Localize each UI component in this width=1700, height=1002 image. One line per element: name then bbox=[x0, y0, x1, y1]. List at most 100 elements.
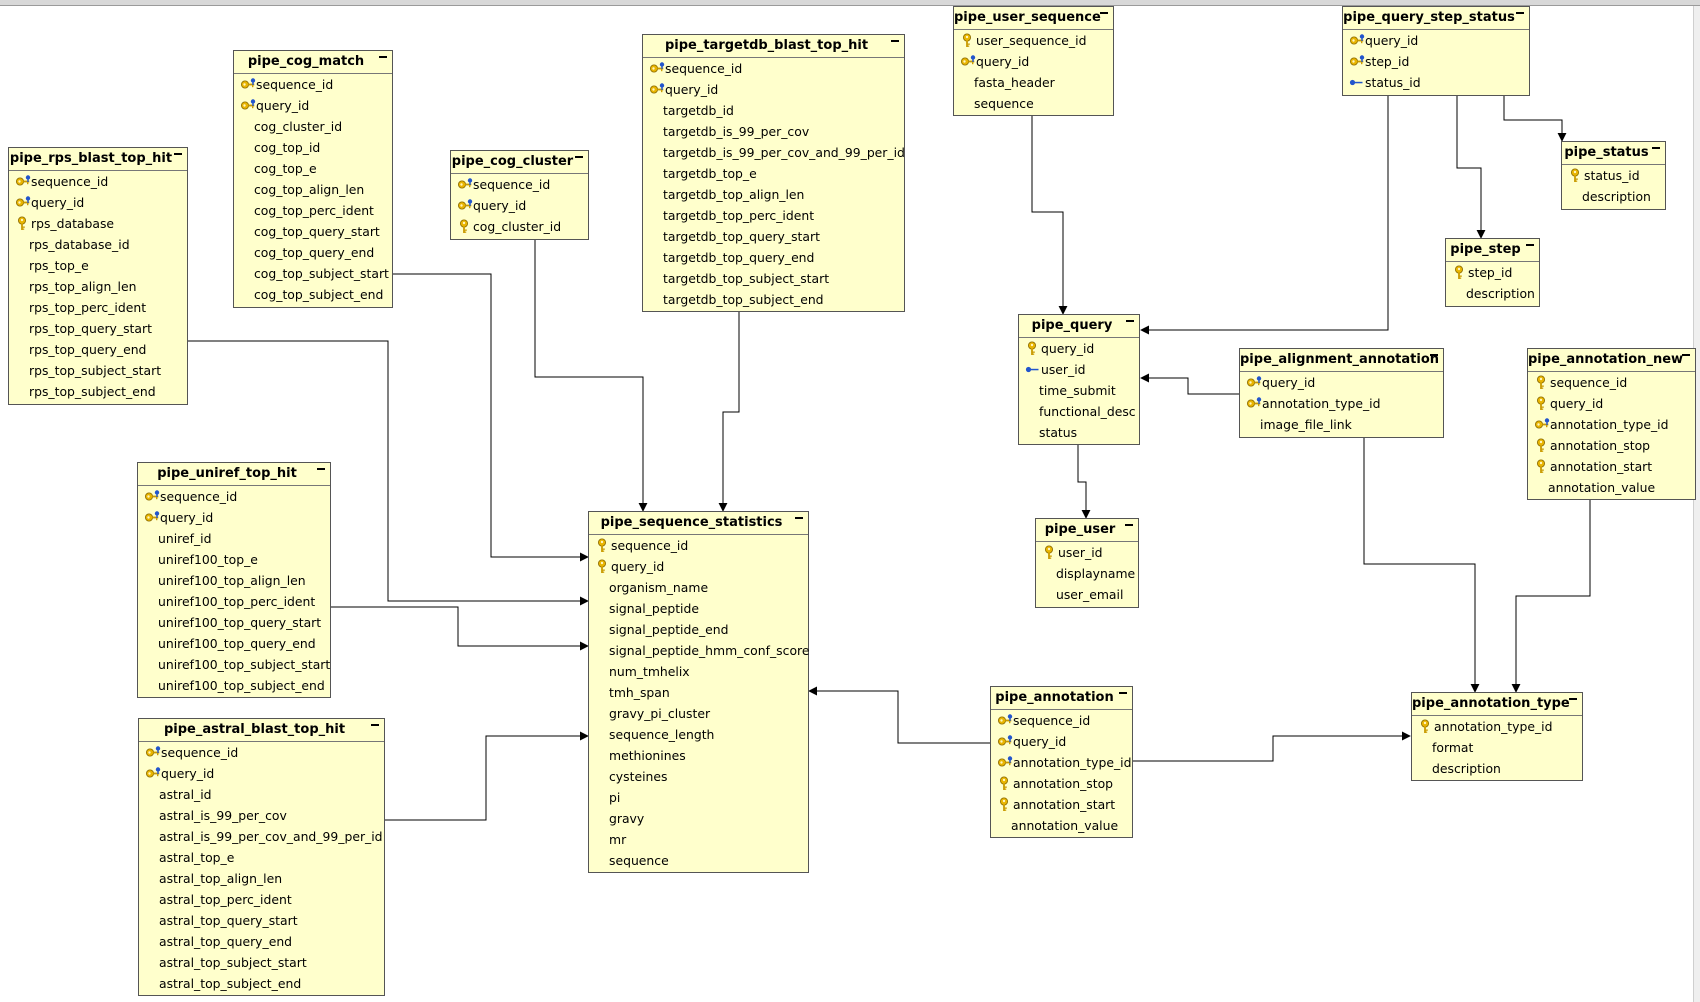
table-field-row[interactable]: targetdb_is_99_per_cov_and_99_per_id bbox=[643, 142, 905, 163]
table-header[interactable]: pipe_user_sequence bbox=[954, 7, 1113, 30]
table-field-row[interactable]: organism_name bbox=[589, 577, 808, 598]
table-field-row[interactable]: query_id bbox=[954, 51, 1113, 72]
table-field-row[interactable]: uniref100_top_subject_start bbox=[138, 654, 330, 675]
table-header[interactable]: pipe_annotation_new bbox=[1528, 349, 1695, 372]
minimize-icon[interactable] bbox=[1125, 524, 1133, 526]
table-field-row[interactable]: uniref100_top_align_len bbox=[138, 570, 330, 591]
table-field-row[interactable]: cog_top_subject_start bbox=[234, 263, 392, 284]
table-field-row[interactable]: rps_top_perc_ident bbox=[9, 297, 187, 318]
table-field-row[interactable]: user_sequence_id bbox=[954, 30, 1113, 51]
table-field-row[interactable]: rps_top_subject_end bbox=[9, 381, 187, 402]
table-field-row[interactable]: tmh_span bbox=[589, 682, 808, 703]
table-field-row[interactable]: step_id bbox=[1343, 51, 1529, 72]
table-header[interactable]: pipe_annotation bbox=[991, 687, 1132, 710]
table-field-row[interactable]: cog_top_query_end bbox=[234, 242, 392, 263]
table-field-row[interactable]: annotation_value bbox=[1528, 477, 1695, 498]
table-field-row[interactable]: image_file_link bbox=[1240, 414, 1443, 435]
table-header[interactable]: pipe_targetdb_blast_top_hit bbox=[643, 35, 904, 58]
table-field-row[interactable]: step_id bbox=[1446, 262, 1539, 283]
minimize-icon[interactable] bbox=[317, 468, 325, 470]
table-field-row[interactable]: astral_id bbox=[139, 784, 384, 805]
table-field-row[interactable]: rps_top_e bbox=[9, 255, 187, 276]
table-field-row[interactable]: sequence bbox=[954, 93, 1113, 114]
table-field-row[interactable]: uniref100_top_e bbox=[138, 549, 330, 570]
table-field-row[interactable]: format bbox=[1412, 737, 1582, 758]
table-field-row[interactable]: sequence_id bbox=[1528, 372, 1695, 393]
minimize-icon[interactable] bbox=[1526, 244, 1534, 246]
table-field-row[interactable]: astral_top_subject_start bbox=[139, 952, 384, 973]
table-field-row[interactable]: displayname bbox=[1036, 563, 1138, 584]
table-field-row[interactable]: annotation_stop bbox=[1528, 435, 1695, 456]
minimize-icon[interactable] bbox=[1100, 12, 1108, 14]
minimize-icon[interactable] bbox=[1682, 354, 1690, 356]
table-field-row[interactable]: annotation_type_id bbox=[1240, 393, 1443, 414]
table-field-row[interactable]: query_id bbox=[643, 79, 904, 100]
vertical-scrollbar[interactable] bbox=[1693, 6, 1700, 1002]
table-field-row[interactable]: rps_database bbox=[9, 213, 187, 234]
table-field-row[interactable]: sequence_id bbox=[138, 486, 330, 507]
table-field-row[interactable]: targetdb_top_subject_start bbox=[643, 268, 904, 289]
table-field-row[interactable]: description bbox=[1562, 186, 1665, 207]
table-header[interactable]: pipe_cog_match bbox=[234, 51, 392, 74]
table-field-row[interactable]: cog_top_id bbox=[234, 137, 392, 158]
table-field-row[interactable]: uniref_id bbox=[138, 528, 330, 549]
table-field-row[interactable]: fasta_header bbox=[954, 72, 1113, 93]
table-field-row[interactable]: cog_top_e bbox=[234, 158, 392, 179]
table-field-row[interactable]: cog_top_query_start bbox=[234, 221, 392, 242]
table-field-row[interactable]: query_id bbox=[234, 95, 392, 116]
table-field-row[interactable]: query_id bbox=[1019, 338, 1139, 359]
table-field-row[interactable]: rps_top_align_len bbox=[9, 276, 187, 297]
table-field-row[interactable]: annotation_type_id bbox=[1412, 716, 1582, 737]
table-field-row[interactable]: astral_is_99_per_cov_and_99_per_id bbox=[139, 826, 384, 847]
table-field-row[interactable]: sequence_id bbox=[589, 535, 808, 556]
minimize-icon[interactable] bbox=[575, 156, 583, 158]
table-field-row[interactable]: gravy_pi_cluster bbox=[589, 703, 808, 724]
table-field-row[interactable]: annotation_type_id bbox=[991, 752, 1132, 773]
table-field-row[interactable]: signal_peptide_hmm_conf_score bbox=[589, 640, 809, 661]
table-field-row[interactable]: signal_peptide_end bbox=[589, 619, 808, 640]
table-field-row[interactable]: uniref100_top_query_start bbox=[138, 612, 330, 633]
table-field-row[interactable]: query_id bbox=[1528, 393, 1695, 414]
table-field-row[interactable]: rps_top_query_start bbox=[9, 318, 187, 339]
table-field-row[interactable]: targetdb_id bbox=[643, 100, 904, 121]
table-field-row[interactable]: status_id bbox=[1343, 72, 1529, 93]
table-field-row[interactable]: description bbox=[1446, 283, 1539, 304]
table-field-row[interactable]: annotation_start bbox=[1528, 456, 1695, 477]
table-field-row[interactable]: targetdb_top_query_start bbox=[643, 226, 904, 247]
table-field-row[interactable]: description bbox=[1412, 758, 1582, 779]
table-field-row[interactable]: query_id bbox=[451, 195, 588, 216]
minimize-icon[interactable] bbox=[371, 724, 379, 726]
table-header[interactable]: pipe_query_step_status bbox=[1343, 7, 1529, 30]
table-header[interactable]: pipe_user bbox=[1036, 519, 1138, 542]
table-field-row[interactable]: time_submit bbox=[1019, 380, 1139, 401]
table-field-row[interactable]: sequence_length bbox=[589, 724, 808, 745]
table-field-row[interactable]: sequence_id bbox=[991, 710, 1132, 731]
table-field-row[interactable]: annotation_start bbox=[991, 794, 1132, 815]
table-field-row[interactable]: targetdb_top_query_end bbox=[643, 247, 904, 268]
table-field-row[interactable]: targetdb_top_e bbox=[643, 163, 904, 184]
table-field-row[interactable]: status_id bbox=[1562, 165, 1665, 186]
table-field-row[interactable]: cog_top_align_len bbox=[234, 179, 392, 200]
table-field-row[interactable]: query_id bbox=[589, 556, 808, 577]
minimize-icon[interactable] bbox=[795, 517, 803, 519]
minimize-icon[interactable] bbox=[1652, 147, 1660, 149]
minimize-icon[interactable] bbox=[1430, 354, 1438, 356]
table-field-row[interactable]: query_id bbox=[139, 763, 384, 784]
table-header[interactable]: pipe_step bbox=[1446, 239, 1539, 262]
minimize-icon[interactable] bbox=[1126, 320, 1134, 322]
table-field-row[interactable]: user_id bbox=[1036, 542, 1138, 563]
table-field-row[interactable]: cog_top_subject_end bbox=[234, 284, 392, 305]
table-field-row[interactable]: astral_is_99_per_cov bbox=[139, 805, 384, 826]
table-field-row[interactable]: pi bbox=[589, 787, 808, 808]
